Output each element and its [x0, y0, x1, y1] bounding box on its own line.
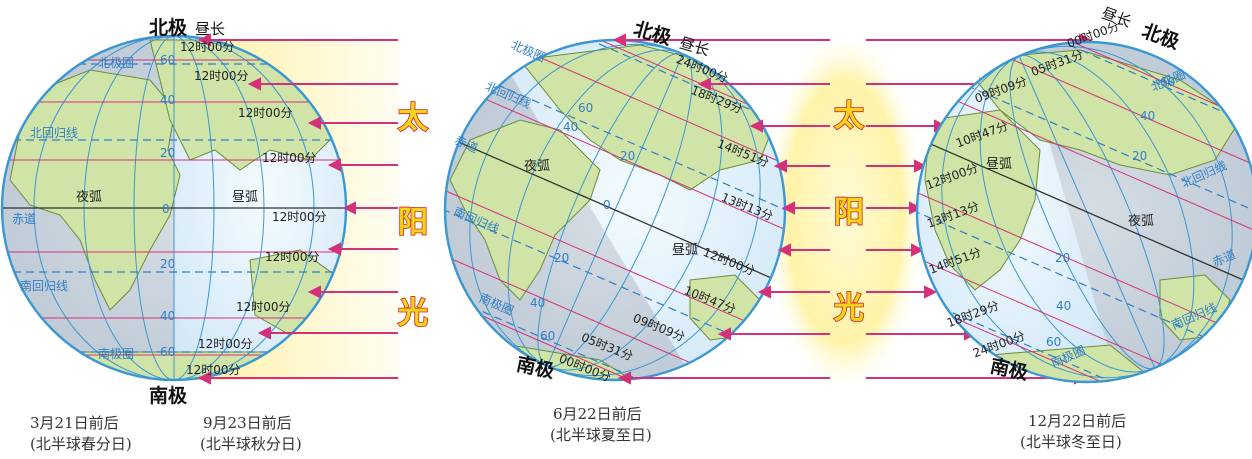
caption-june-name: (北半球夏至日) — [550, 426, 652, 444]
left-lat-40s: 40 — [160, 309, 175, 323]
left-time-6: 12时00分 — [265, 250, 320, 264]
middle-night-arc-label: 夜弧 — [524, 159, 550, 174]
sunlight-char-6: 光 — [834, 291, 864, 326]
left-time-5: 12时00分 — [272, 210, 327, 224]
middle-lat-20s: 20 — [554, 251, 569, 265]
middle-lat-0: 0 — [603, 198, 611, 212]
caption-march-name: (北半球春分日) — [30, 435, 132, 453]
right-night-arc-label: 夜弧 — [1128, 214, 1154, 229]
left-lat-20n: 20 — [160, 146, 175, 160]
right-lat-60n: 60 — [1160, 75, 1175, 89]
left-day-length-label: 昼长 — [195, 20, 225, 38]
right-north-pole-label: 北极 — [1139, 19, 1184, 54]
left-north-pole-label: 北极 — [149, 16, 188, 39]
left-arctic-circle-label: 北极圈 — [98, 56, 134, 70]
left-lat-60n: 60 — [160, 53, 175, 67]
middle-sun-arrows — [612, 33, 830, 385]
caption-december-name: (北半球冬至日) — [1020, 433, 1122, 451]
middle-lat-60s: 60 — [540, 329, 555, 343]
left-tropic-cancer-label: 北回归线 — [30, 126, 78, 140]
left-time-7: 12时00分 — [236, 300, 291, 314]
middle-lat-40s: 40 — [530, 296, 545, 310]
sunlight-char-2: 阳 — [398, 205, 428, 240]
caption-march-date: 3月21日前后 — [30, 414, 119, 432]
left-sun-arrows — [197, 33, 398, 385]
middle-lat-60n: 60 — [578, 101, 593, 115]
sunlight-char-1: 太 — [398, 101, 429, 136]
sunlight-char-5: 阳 — [834, 195, 864, 230]
left-lat-20s: 20 — [160, 257, 175, 271]
sunlight-char-4: 太 — [834, 99, 865, 134]
africa-landmass — [924, 109, 1041, 291]
middle-lat-40n: 40 — [563, 120, 578, 134]
sunlight-char-3: 光 — [398, 296, 428, 331]
caption-june-date: 6月22日前后 — [553, 405, 642, 423]
left-time-3: 12时00分 — [238, 106, 293, 120]
right-lat-40s: 40 — [1056, 299, 1071, 313]
left-lat-40n: 40 — [160, 93, 175, 107]
left-tropic-capricorn-label: 南回归线 — [20, 278, 68, 293]
right-lat-20n: 20 — [1132, 149, 1147, 163]
left-time-1: 12时00分 — [180, 40, 235, 54]
left-time-2: 12时00分 — [194, 69, 249, 83]
right-day-arc-label: 昼弧 — [986, 157, 1012, 172]
right-lat-60s: 60 — [1046, 335, 1061, 349]
africa-landmass — [449, 119, 601, 301]
caption-september-date: 9月23日前后 — [203, 414, 292, 432]
caption-september-name: (北半球秋分日) — [200, 435, 302, 453]
left-time-4: 12时00分 — [262, 151, 317, 165]
caption-december-date: 12月22日前后 — [1028, 412, 1126, 430]
left-lat-60s: 60 — [160, 345, 175, 359]
middle-lat-20n: 20 — [620, 149, 635, 163]
middle-day-arc-label: 昼弧 — [672, 243, 698, 258]
middle-arctic-circle-label: 北极圈 — [509, 38, 548, 65]
right-globe — [915, 40, 1252, 384]
right-lat-40n: 40 — [1140, 109, 1155, 123]
left-lat-0: 0 — [162, 202, 170, 216]
left-time-9: 12时00分 — [186, 363, 241, 377]
left-time-8: 12时00分 — [198, 337, 253, 351]
left-antarctic-circle-label: 南极圈 — [98, 346, 134, 361]
left-day-arc-label: 昼弧 — [232, 190, 258, 205]
left-night-arc-label: 夜弧 — [76, 190, 102, 205]
left-south-pole-label: 南极 — [149, 384, 188, 407]
middle-globe — [443, 38, 787, 382]
right-lat-20s: 20 — [1055, 251, 1070, 265]
left-equator-label: 赤道 — [12, 212, 36, 226]
